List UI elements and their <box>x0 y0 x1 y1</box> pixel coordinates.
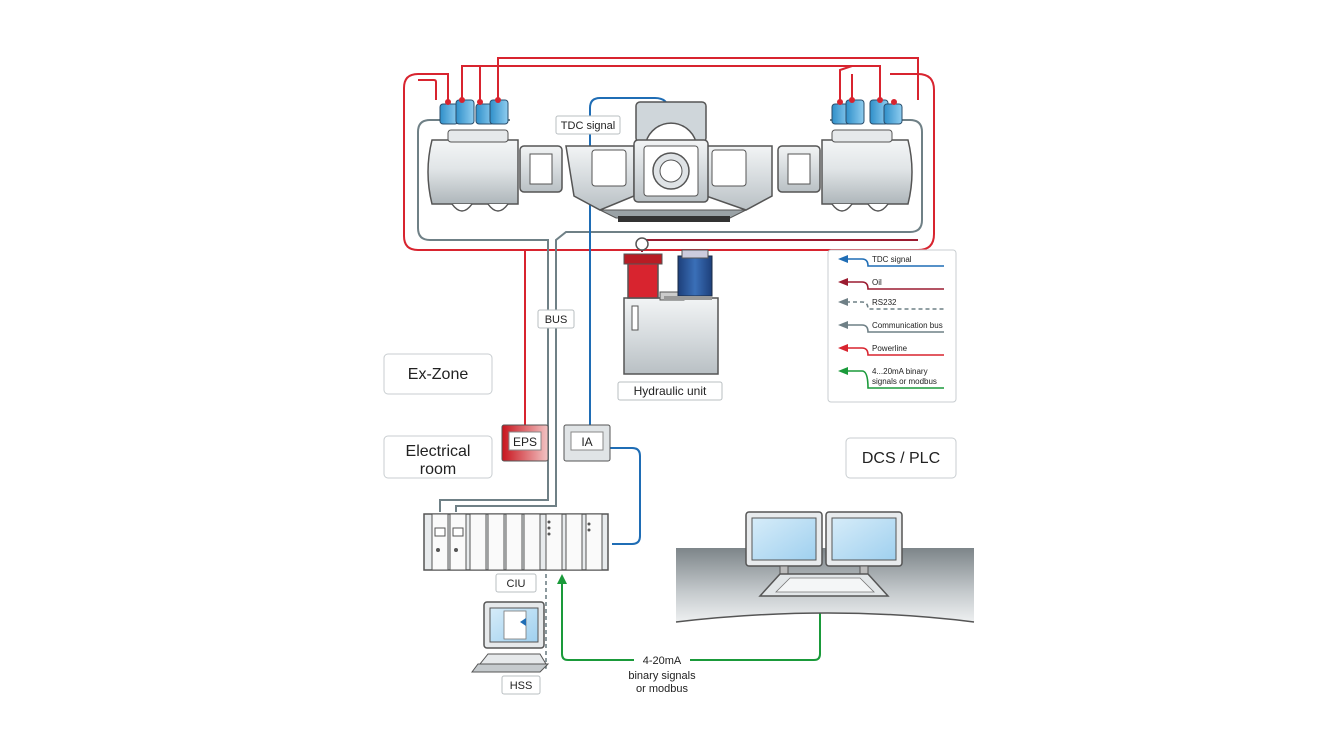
legend-item-label-2: signals or modbus <box>872 377 937 386</box>
legend-item-label: RS232 <box>872 298 897 307</box>
legend-item-arrow <box>838 344 848 352</box>
legend-item-label: 4...20mA binary <box>872 367 928 376</box>
legend-item-line <box>846 301 944 310</box>
electrical-room-label-2: room <box>420 461 456 478</box>
legend-item: TDC signal <box>838 255 944 267</box>
ia-box: IA <box>563 424 611 462</box>
tdc-signal-tag: TDC signal <box>555 115 621 135</box>
legend-item-line <box>846 347 944 356</box>
eps-label: EPS <box>513 435 537 449</box>
electrical-room-label-1: Electrical <box>406 443 471 460</box>
bus-label: BUS <box>545 314 568 326</box>
hss-computer <box>471 601 550 673</box>
legend-item: RS232 <box>838 298 944 310</box>
tdc-signal-label: TDC signal <box>561 120 615 132</box>
legend-item: Oil <box>838 278 944 290</box>
ciu-rack <box>423 513 609 571</box>
legend-item-label: TDC signal <box>872 255 912 264</box>
legend-item-arrow <box>838 298 848 306</box>
ex-zone-label: Ex-Zone <box>408 366 469 383</box>
ciu-label: CIU <box>507 578 526 590</box>
ia-label: IA <box>581 435 592 449</box>
hydraulic-unit-label: Hydraulic unit <box>634 384 707 398</box>
signal-line <box>561 580 821 661</box>
legend-item-arrow <box>838 367 848 375</box>
legend-item-arrow <box>838 278 848 286</box>
legend-item-label: Oil <box>872 278 882 287</box>
hydraulic-unit-tag: Hydraulic unit <box>617 381 723 401</box>
dcs-plc-tag: DCS / PLC <box>845 437 957 479</box>
legend-item-label: Powerline <box>872 344 908 353</box>
ex-zone-tag: Ex-Zone <box>383 353 493 395</box>
eps-box: EPS <box>501 424 549 462</box>
legend-item-label: Communication bus <box>872 321 943 330</box>
valve-connection-dots <box>445 97 897 105</box>
legend-item: Powerline <box>838 344 944 356</box>
legend-item-arrow <box>838 321 848 329</box>
link-caption-1: 4-20mA <box>643 655 682 667</box>
signal-arrow-ciu <box>557 574 567 584</box>
link-caption-3: or modbus <box>636 683 688 695</box>
legend-item-line <box>846 324 944 333</box>
bus-tag: BUS <box>537 309 575 329</box>
legend-item-line <box>846 281 944 290</box>
hydraulic-unit <box>623 237 719 375</box>
ciu-tag: CIU <box>495 573 537 593</box>
dcs-workstation <box>675 511 975 623</box>
dcs-plc-label: DCS / PLC <box>862 450 940 467</box>
legend-item-line <box>846 258 944 267</box>
link-caption: 4-20mA binary signals or modbus <box>628 652 696 695</box>
legend-item-line <box>846 370 944 389</box>
hss-label: HSS <box>510 680 533 692</box>
legend-item: Communication bus <box>838 321 944 333</box>
compressor <box>427 101 913 222</box>
legend-item-arrow <box>838 255 848 263</box>
powerline-wiring <box>403 57 935 425</box>
hss-tag: HSS <box>501 675 541 695</box>
electrical-room-tag: Electrical room <box>383 435 493 479</box>
link-caption-2: binary signals <box>628 670 696 682</box>
